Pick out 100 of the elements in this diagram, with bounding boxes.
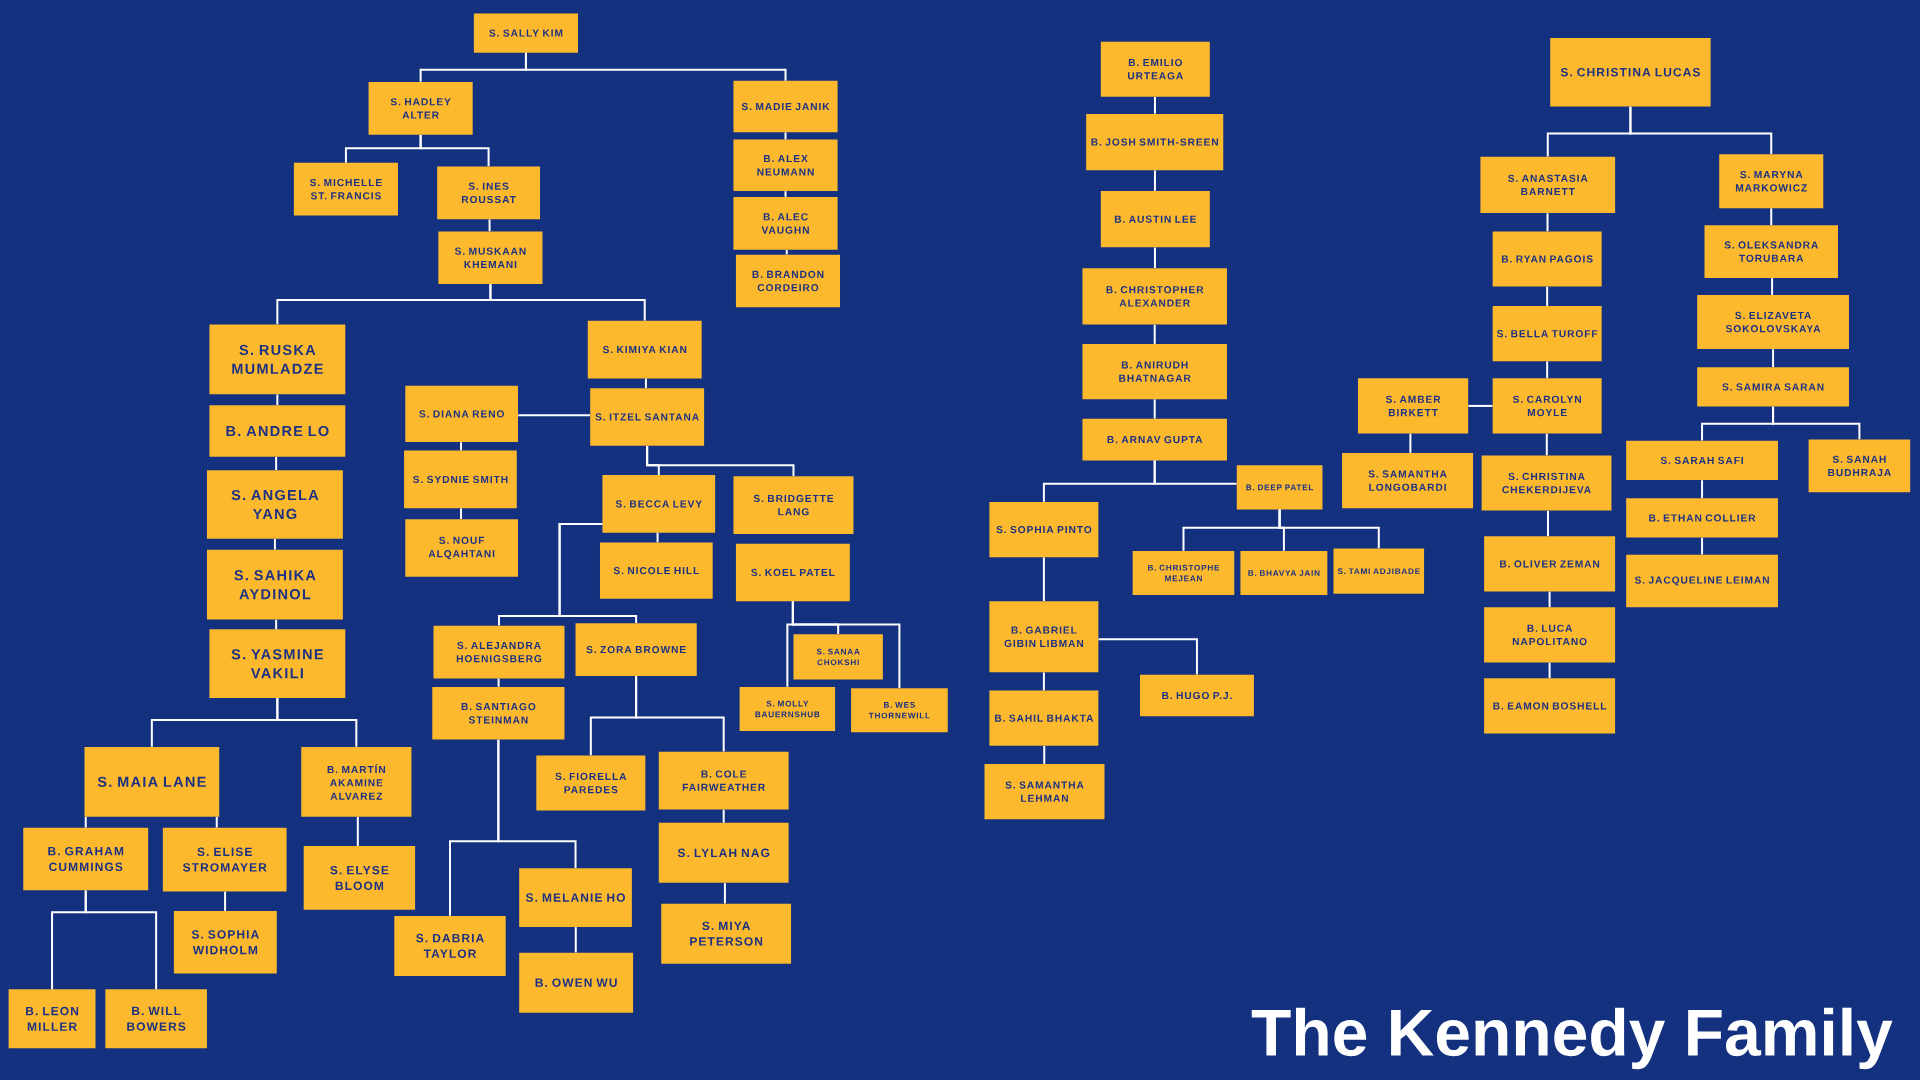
person-box: B. ANIRUDH BHATNAGAR [1082,344,1227,400]
connector-line [1546,212,1549,233]
person-box: S. HADLEY ALTER [368,82,473,135]
person-box: S. LYLAH NAG [658,822,789,883]
connector-line [497,677,500,688]
person-box: B. GRAHAM CUMMINGS [23,827,149,891]
person-box: S. TAMI ADJIBADE [1333,548,1425,594]
person-box: B. COLE FAIRWEATHER [658,751,789,810]
person-box: S. DABRIA TAYLOR [394,915,506,976]
connector-line [722,808,725,824]
connector-line [1042,671,1045,692]
person-box: S. MICHELLE ST. FRANCIS [293,162,398,216]
person-box: B. WILL BOWERS [105,989,207,1049]
connector-line [1772,405,1861,441]
person-box: S. CAROLYN MOYLE [1492,378,1602,434]
connector-line [1043,744,1046,765]
connector-line [1153,459,1238,485]
connector-line [785,249,788,256]
person-box: B. ETHAN COLLIER [1626,498,1778,538]
person-box: S. SAMIRA SARAN [1697,367,1849,407]
person-box: S. ANASTASIA BARNETT [1480,156,1616,214]
person-box: B. GABRIEL GIBIN LIBMAN [989,601,1099,673]
person-box: S. SAMANTHA LEHMAN [984,764,1105,820]
connector-line [489,283,646,322]
person-box: B. SAHIL BHAKTA [989,690,1099,746]
person-box: B. ARNAV GUPTA [1082,418,1227,461]
connector-line [1548,661,1551,680]
connector-line [276,697,358,748]
connector-line [460,507,463,520]
person-box: B. OLIVER ZEMAN [1484,536,1616,592]
person-box: S. DIANA RENO [405,385,518,443]
connector-line [488,218,491,233]
person-box: S. SAMANTHA LONGOBARDI [1342,453,1474,509]
connector-line [1467,404,1494,407]
connector-line [460,441,463,452]
person-box: S. BECCA LEVY [602,475,716,533]
person-box: S. SARAH SAFI [1626,440,1778,480]
connector-line [1409,432,1412,454]
person-box: B. CHRISTOPHER ALEXANDER [1082,268,1227,325]
person-box: S. JACQUELINE LEIMAN [1626,554,1778,608]
person-box: S. ELYSE BLOOM [303,846,416,910]
person-box: B. DEEP PATEL [1236,465,1323,510]
connector-line [1771,277,1774,296]
person-box: S. BELLA TUROFF [1492,306,1602,362]
person-box: S. KIMIYA KIAN [587,320,702,379]
person-box: S. MARYNA MARKOWICZ [1719,154,1824,209]
person-box: B. ANDRE LO [209,405,346,457]
person-box: S. ANGELA YANG [206,470,343,539]
connector-line [1772,348,1775,369]
connector-line [1153,398,1156,420]
person-box: S. MADIE JANIK [733,80,838,133]
person-box: B. WES THORNEWILL [851,688,948,733]
person-box: S. MUSKAAN KHEMANI [438,231,543,285]
connector-line [558,523,638,625]
connector-line [784,190,787,198]
connector-line [215,815,218,829]
connector-line [1153,246,1156,269]
connector-line [574,926,577,954]
person-box: S. SOPHIA PINTO [989,502,1099,558]
connector-line [1546,360,1549,380]
connector-line [1042,556,1045,603]
person-box: S. YASMINE VAKILI [209,629,346,698]
connector-line [1546,285,1549,307]
connector-line [497,738,577,869]
connector-line [1547,509,1549,538]
connector-line [1153,323,1156,345]
connector-line [275,455,278,471]
connector-line [356,815,359,847]
person-box: S. KOEL PATEL [735,543,850,602]
person-box: S. MIYA PETERSON [661,903,792,964]
person-box: B. BRANDON CORDEIRO [735,254,840,308]
connector-line [1097,638,1198,676]
person-box: S. SOPHIA WIDHOLM [173,911,277,974]
person-box: S. OLEKSANDRA TORUBARA [1704,225,1838,278]
connector-line [723,882,726,905]
person-box: S. SANAH BUDHRAJA [1808,439,1911,493]
connector-line [784,131,787,141]
connector-line [419,133,490,168]
connector-line [656,531,659,544]
connector-line [224,890,227,912]
person-box: S. NOUF ALQAHTANI [405,519,518,577]
connector-line [1629,105,1773,156]
connector-line [84,889,158,991]
connector-line [524,51,787,82]
person-box: S. SANAA CHOKSHI [793,634,883,680]
person-box: S. FIORELLA PAREDES [536,755,646,811]
person-box: B. EMILIO URTEAGA [1100,41,1210,97]
person-box: S. SAHIKA AYDINOL [206,549,343,620]
person-box: B. CHRISTOPHE MEJEAN [1132,551,1235,596]
person-box: B. MARTÍN AKAMINE ALVAREZ [301,746,412,817]
person-box: B. AUSTIN LEE [1100,191,1210,248]
person-box: B. RYAN PAGOIS [1492,231,1602,287]
person-box: B. ALEX NEUMANN [733,139,838,191]
connector-line [275,618,278,631]
connector-line [1701,479,1704,500]
person-box: S. ITZEL SANTANA [590,388,705,446]
person-box: S. AMBER BIRKETT [1358,378,1469,434]
connector-line [644,377,647,389]
person-box: S. MOLLY BAUERNSHUB [739,686,836,732]
person-box: B. LEON MILLER [8,989,96,1049]
